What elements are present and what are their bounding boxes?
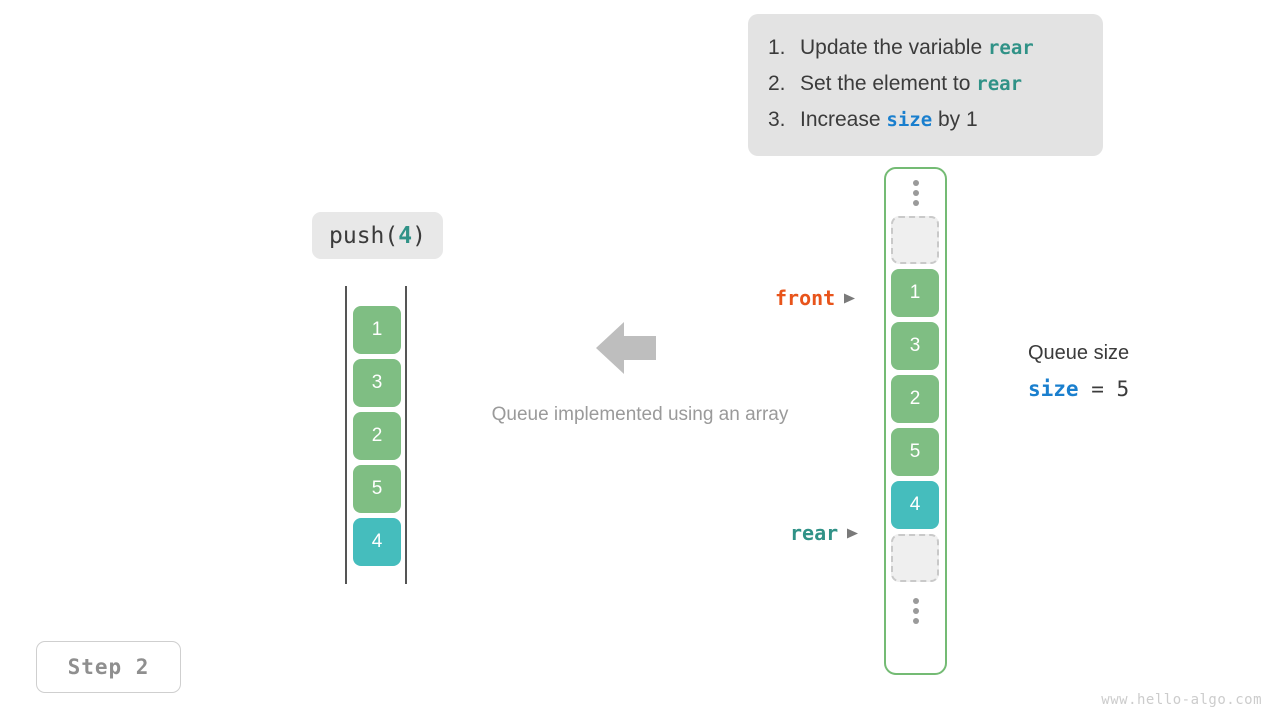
step-badge: Step 2 <box>36 641 181 693</box>
queue-size-title: Queue size <box>1028 342 1130 364</box>
queue-cells: 1 3 2 5 4 <box>891 169 940 634</box>
size-operator: = <box>1078 377 1117 401</box>
queue-container: 1 3 2 5 4 <box>884 167 947 675</box>
instruction-code-token: rear <box>976 73 1023 95</box>
instruction-code-token: size <box>886 109 933 131</box>
queue-cell: 1 <box>891 269 939 317</box>
left-array-cells: 1 3 2 5 4 <box>353 306 401 571</box>
ellipsis-dot <box>912 617 919 624</box>
instruction-step-text: Increase size by 1 <box>800 102 978 138</box>
operation-argument: 4 <box>398 222 413 249</box>
rear-pointer-arrow-icon <box>847 521 863 545</box>
queue-cell: 2 <box>891 375 939 423</box>
front-pointer-label: front <box>775 286 860 310</box>
front-pointer-text: front <box>775 286 836 310</box>
instruction-step-text: Update the variable rear <box>800 30 1034 66</box>
instruction-text-pre: Increase <box>800 108 887 131</box>
instruction-step-number: 3. <box>768 108 786 131</box>
instruction-step: 2. Set the element to rear <box>768 66 1083 102</box>
instruction-code-token: rear <box>987 37 1034 59</box>
watermark: www.hello-algo.com <box>1101 692 1262 708</box>
operation-name: push( <box>329 222 399 249</box>
array-cell: 3 <box>353 359 401 407</box>
size-variable-name: size <box>1028 377 1079 401</box>
ellipsis-dot <box>912 179 919 186</box>
instruction-text-pre: Set the element to <box>800 72 977 95</box>
instruction-step-text: Set the element to rear <box>800 66 1022 102</box>
instruction-step-number: 1. <box>768 36 786 59</box>
instruction-step-number: 2. <box>768 72 786 95</box>
instruction-callout: 1. Update the variable rear 2. Set the elem… <box>748 14 1103 156</box>
left-array: 1 3 2 5 4 <box>345 286 407 584</box>
array-cell: 4 <box>353 518 401 566</box>
array-cell: 5 <box>353 465 401 513</box>
array-rail-right <box>405 286 407 584</box>
rear-pointer-label: rear <box>790 521 863 545</box>
array-cell: 2 <box>353 412 401 460</box>
queue-size-expression: size = 5 <box>1028 379 1129 400</box>
queue-cell-empty <box>891 534 939 582</box>
queue-cell-empty <box>891 216 939 264</box>
rear-pointer-text: rear <box>790 521 839 545</box>
queue-cell: 3 <box>891 322 939 370</box>
instruction-text-pre: Update the variable <box>800 36 988 59</box>
instruction-step: 3. Increase size by 1 <box>768 102 1083 138</box>
array-rail-left <box>345 286 347 584</box>
vertical-ellipsis-icon <box>891 169 940 216</box>
ellipsis-dot <box>912 189 919 196</box>
operation-close-paren: ) <box>412 222 426 249</box>
operation-label: push(4) <box>312 212 443 259</box>
instruction-step: 1. Update the variable rear <box>768 30 1083 66</box>
diagram-caption: Queue implemented using an array <box>491 404 789 425</box>
ellipsis-dot <box>912 607 919 614</box>
array-cell: 1 <box>353 306 401 354</box>
vertical-ellipsis-icon <box>891 587 940 634</box>
instruction-text-post: by 1 <box>932 108 978 131</box>
front-pointer-arrow-icon <box>844 286 860 310</box>
arrow-left-icon <box>596 322 656 374</box>
queue-cell: 4 <box>891 481 939 529</box>
queue-cell: 5 <box>891 428 939 476</box>
ellipsis-dot <box>912 199 919 206</box>
ellipsis-dot <box>912 597 919 604</box>
size-value: 5 <box>1116 377 1130 401</box>
queue-size-readout: Queue size size = 5 <box>1028 343 1129 400</box>
